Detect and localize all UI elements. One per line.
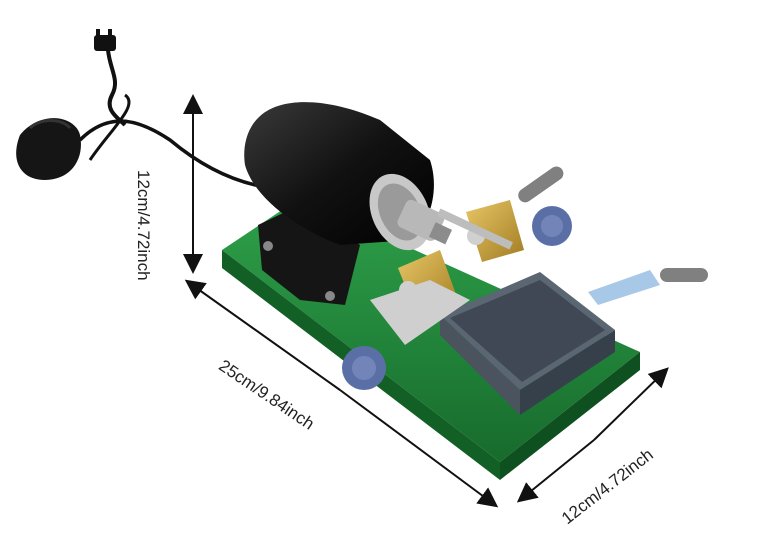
drill-chuck [397,199,453,245]
motor [244,102,434,251]
foot-switch [16,118,81,180]
power-cord [78,119,261,188]
lever-handle-rear [518,166,564,203]
slide-carriage [370,208,513,345]
collection-tray [440,272,615,415]
height-dimension-label: 12cm/4.72inch [134,170,153,281]
width-arrow [516,439,595,503]
length-arrow [184,279,341,391]
lever-handle-right [588,268,708,305]
power-plug [94,29,127,127]
